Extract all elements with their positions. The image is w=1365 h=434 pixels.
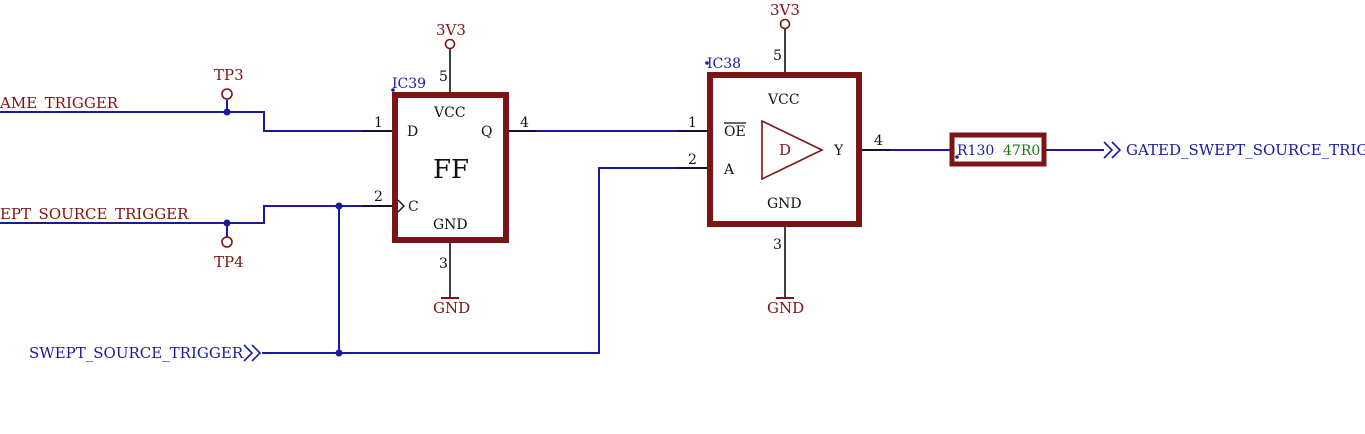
input-port-label: SWEPT_SOURCE_TRIGGER [29, 344, 244, 362]
wire-swept-left [0, 205, 392, 224]
net-label-swept-left: EPT_SOURCE_TRIGGER [0, 205, 189, 223]
ic38-gnd-label: GND [767, 196, 802, 212]
ic39-pin-d-name: D [407, 124, 418, 140]
ic39-gnd-label: GND [433, 217, 468, 233]
ground-symbol-ic39: GND [433, 297, 470, 317]
ic39-pin-c-number: 2 [374, 189, 383, 205]
tp4-label: TP4 [214, 253, 244, 271]
junction-ck [335, 202, 343, 210]
ic38-pin-gnd-number: 3 [773, 237, 782, 253]
ic38-buffer: IC38 VCC GND OE A Y D 1 2 4 5 3 [678, 22, 890, 298]
ic38-supply-label: 3V3 [770, 1, 800, 19]
power-symbol-ic38: 3V3 [770, 1, 800, 30]
port-output-gated-swept-source-trig: GATED_SWEPT_SOURCE_TRIG [1103, 141, 1365, 159]
wire-frame-trigger [0, 111, 392, 132]
input-port-chevron-icon-2 [251, 344, 262, 362]
tp3-circle [221, 88, 233, 100]
wire-swept-bottom [262, 167, 708, 354]
ic38-refdes: IC38 [707, 56, 741, 72]
output-port-label: GATED_SWEPT_SOURCE_TRIG [1126, 141, 1365, 159]
ic38-pin-y-number: 4 [874, 133, 883, 149]
output-port-chevron-icon-2 [1111, 141, 1122, 159]
ic38-vcc-label: VCC [767, 92, 800, 108]
junctions [223, 108, 343, 357]
ic38-pin-oe-name: OE [724, 124, 746, 140]
power-symbol-ic39: 3V3 [436, 21, 466, 50]
test-point-tp4: TP4 [214, 236, 244, 271]
junction-bottom [335, 349, 343, 357]
ic39-pin-vcc-number: 5 [439, 69, 448, 85]
ic39-supply-label: 3V3 [436, 21, 466, 39]
ic38-pin-a-name: A [723, 162, 735, 178]
ic39-flip-flop: IC39 FF VCC GND D C Q 1 2 4 5 3 [362, 48, 536, 298]
r130-value: 47R0 [1003, 143, 1040, 159]
ic39-ref-dot [391, 88, 395, 92]
ic38-supply-circle [779, 18, 791, 30]
test-point-tp3: TP3 [214, 66, 244, 100]
ic39-clock-wedge-icon [397, 199, 405, 213]
net-label-frame-trigger: AME_TRIGGER [0, 94, 119, 112]
ic39-vcc-label: VCC [433, 105, 466, 121]
r130-refdes: R130 [957, 143, 994, 159]
input-port-chevron-icon [243, 344, 254, 362]
junction-tp4 [223, 219, 231, 227]
tp3-label: TP3 [214, 66, 244, 84]
ic39-pin-q-number: 4 [520, 115, 529, 131]
wires [0, 100, 1104, 354]
r130-body [949, 132, 1047, 167]
ic39-pin-q-name: Q [481, 124, 492, 140]
ic39-function-label: FF [433, 155, 469, 185]
ic38-driver-label: D [779, 141, 791, 159]
output-port-chevron-icon [1103, 141, 1114, 159]
ic39-refdes: IC39 [392, 76, 426, 92]
ic39-pin-gnd-number: 3 [439, 256, 448, 272]
ic39-pin-d-number: 1 [374, 115, 383, 131]
r130-ref-dot [955, 155, 959, 159]
ic38-pin-oe-number: 1 [688, 115, 697, 131]
junction-tp3 [223, 108, 231, 116]
ic38-ref-dot [705, 61, 709, 65]
tp4-circle [221, 236, 233, 248]
ic38-pin-a-number: 2 [688, 152, 697, 168]
ic38-pin-y-name: Y [833, 143, 844, 159]
ic39-body [392, 92, 509, 243]
ic39-pin-c-name: C [408, 199, 419, 215]
ic38-pin-vcc-number: 5 [773, 48, 782, 64]
port-input-swept-source-trigger: SWEPT_SOURCE_TRIGGER [29, 344, 262, 362]
ic38-buffer-triangle-icon [761, 119, 824, 181]
ground-symbol-ic38: GND [767, 297, 804, 317]
ic39-ground-label: GND [433, 299, 470, 317]
resistor-r130: R130 47R0 [949, 132, 1047, 167]
ic38-ground-label: GND [767, 299, 804, 317]
ic39-supply-circle [444, 38, 456, 50]
